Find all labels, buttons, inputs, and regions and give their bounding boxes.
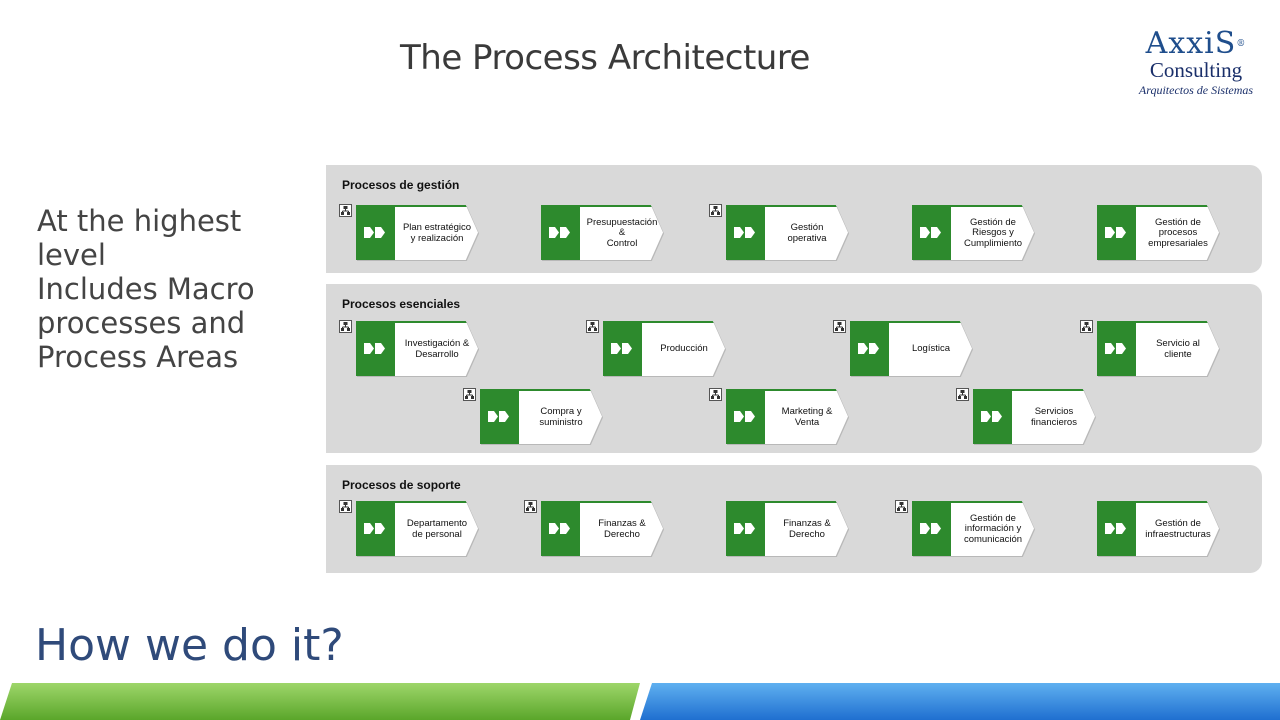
process-label: Presupuestación & Control bbox=[586, 216, 658, 249]
process-color-block bbox=[541, 501, 580, 556]
structure-icon[interactable] bbox=[709, 204, 722, 217]
structure-icon[interactable] bbox=[833, 320, 846, 333]
process-box[interactable]: Logística bbox=[820, 320, 980, 377]
bottom-heading: How we do it? bbox=[35, 620, 344, 671]
process-color-block bbox=[541, 205, 580, 260]
process-color-block bbox=[356, 501, 395, 556]
footer-bar-blue bbox=[640, 683, 1280, 720]
structure-icon[interactable] bbox=[339, 500, 352, 513]
process-label: Investigación & Desarrollo bbox=[404, 338, 470, 360]
process-label: Gestión de Riesgos y Cumplimiento bbox=[963, 216, 1023, 249]
process-label: Gestión operativa bbox=[787, 222, 827, 244]
left-text-line: Includes Macro bbox=[37, 272, 255, 306]
axxis-logo: AxxiS® Consulting Arquitectos de Sistema… bbox=[1126, 28, 1266, 108]
process-color-block bbox=[480, 389, 519, 444]
process-box[interactable]: Gestión de Riesgos y Cumplimiento bbox=[882, 205, 1042, 261]
process-color-block bbox=[1097, 205, 1136, 260]
process-box[interactable]: Marketing & Venta bbox=[696, 388, 856, 445]
process-box[interactable]: Gestión de procesos empresariales bbox=[1067, 205, 1227, 261]
process-box[interactable]: Producción bbox=[573, 320, 733, 377]
process-label: Departamento de personal bbox=[406, 518, 468, 540]
structure-icon[interactable] bbox=[956, 388, 969, 401]
structure-icon[interactable] bbox=[586, 320, 599, 333]
process-color-block bbox=[912, 501, 951, 556]
process-label: Producción bbox=[660, 343, 708, 355]
process-box[interactable]: Servicios financieros bbox=[943, 388, 1103, 445]
process-box[interactable]: Servicio al cliente bbox=[1067, 320, 1227, 377]
structure-icon[interactable] bbox=[895, 500, 908, 513]
process-color-block bbox=[726, 205, 765, 260]
process-label: Finanzas & Derecho bbox=[598, 518, 646, 540]
process-label: Marketing & Venta bbox=[781, 406, 833, 428]
structure-icon[interactable] bbox=[709, 388, 722, 401]
process-label: Gestión de infraestructuras bbox=[1145, 518, 1211, 540]
structure-icon[interactable] bbox=[339, 204, 352, 217]
process-color-block bbox=[356, 205, 395, 260]
logo-tagline: Arquitectos de Sistemas bbox=[1138, 83, 1254, 97]
process-label: Finanzas & Derecho bbox=[783, 518, 831, 540]
logo-sub: Consulting bbox=[1149, 58, 1243, 82]
lane-title: Procesos de soporte bbox=[342, 478, 461, 492]
process-color-block bbox=[1097, 321, 1136, 376]
left-description: At the highest level Includes Macro proc… bbox=[37, 204, 317, 374]
lane-title: Procesos de gestión bbox=[342, 178, 460, 192]
process-box[interactable]: Departamento de personal bbox=[326, 500, 486, 557]
structure-icon[interactable] bbox=[1080, 320, 1093, 333]
process-box[interactable]: Compra y suministro bbox=[450, 388, 610, 445]
process-color-block bbox=[850, 321, 889, 376]
slide-title: The Process Architecture bbox=[400, 38, 810, 78]
process-box[interactable]: Plan estratégico y realización bbox=[326, 204, 486, 261]
footer-bar-green bbox=[0, 683, 640, 720]
structure-icon[interactable] bbox=[463, 388, 476, 401]
process-box[interactable]: Gestión de información y comunicación bbox=[882, 500, 1042, 557]
process-color-block bbox=[973, 389, 1012, 444]
left-text-line: processes and bbox=[37, 306, 246, 340]
process-color-block bbox=[726, 389, 765, 444]
logo-registered: ® bbox=[1236, 39, 1247, 49]
process-label: Servicios financieros bbox=[1031, 406, 1077, 428]
process-label: Servicio al cliente bbox=[1156, 338, 1200, 360]
logo-name: AxxiS bbox=[1145, 26, 1237, 61]
process-box[interactable]: Finanzas & Derecho bbox=[696, 501, 856, 557]
process-box[interactable]: Investigación & Desarrollo bbox=[326, 320, 486, 377]
lane-title: Procesos esenciales bbox=[342, 297, 461, 311]
process-box[interactable]: Gestión operativa bbox=[696, 204, 856, 261]
process-label: Gestión de información y comunicación bbox=[963, 512, 1023, 545]
process-color-block bbox=[726, 501, 765, 556]
process-box[interactable]: Finanzas & Derecho bbox=[511, 500, 671, 557]
process-label: Compra y suministro bbox=[539, 406, 583, 428]
structure-icon[interactable] bbox=[524, 500, 537, 513]
process-box[interactable]: Gestión de infraestructuras bbox=[1067, 501, 1227, 557]
process-color-block bbox=[1097, 501, 1136, 556]
process-color-block bbox=[356, 321, 395, 376]
structure-icon[interactable] bbox=[339, 320, 352, 333]
left-text-line: At the highest level bbox=[37, 204, 242, 272]
process-color-block bbox=[603, 321, 642, 376]
process-label: Logística bbox=[911, 343, 951, 355]
process-label: Plan estratégico y realización bbox=[402, 222, 472, 244]
process-label: Gestión de procesos empresariales bbox=[1148, 216, 1208, 249]
left-text-line: Process Areas bbox=[37, 340, 239, 374]
process-box[interactable]: Presupuestación & Control bbox=[511, 205, 671, 261]
process-color-block bbox=[912, 205, 951, 260]
